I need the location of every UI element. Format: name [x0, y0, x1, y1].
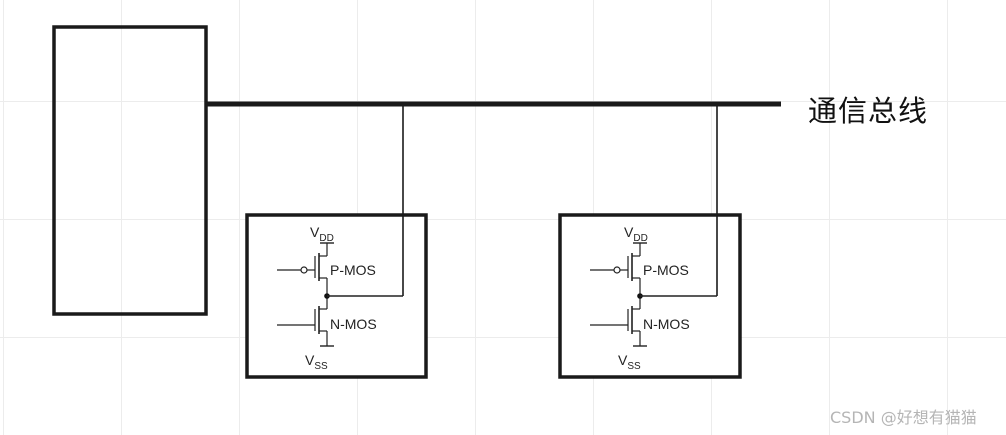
node-1-pmos-label: P-MOS — [330, 262, 376, 278]
node-1-vss-label: VSS — [305, 352, 328, 372]
master-device-box — [52, 25, 208, 316]
watermark: CSDN @好想有猫猫 — [830, 408, 977, 427]
node-2-nmos-label: N-MOS — [643, 316, 690, 332]
node-2-pmos-label: P-MOS — [643, 262, 689, 278]
node-2-nmos-transistor — [590, 306, 640, 334]
node-2-pmos-transistor — [590, 253, 640, 281]
bus-label: 通信总线 — [808, 94, 929, 128]
node-1-vdd-label: VDD — [310, 224, 334, 244]
node-1-nmos-transistor — [277, 306, 327, 334]
node-2: VDD P-MOS N-MOS VSS — [558, 104, 742, 379]
node-1-pmos-transistor — [277, 253, 327, 281]
node-2-vss-label: VSS — [618, 352, 641, 372]
node-2-vdd-label: VDD — [624, 224, 648, 244]
node-1-nmos-label: N-MOS — [330, 316, 377, 332]
node-1: VDD P-MOS N-MOS VSS — [245, 104, 428, 379]
